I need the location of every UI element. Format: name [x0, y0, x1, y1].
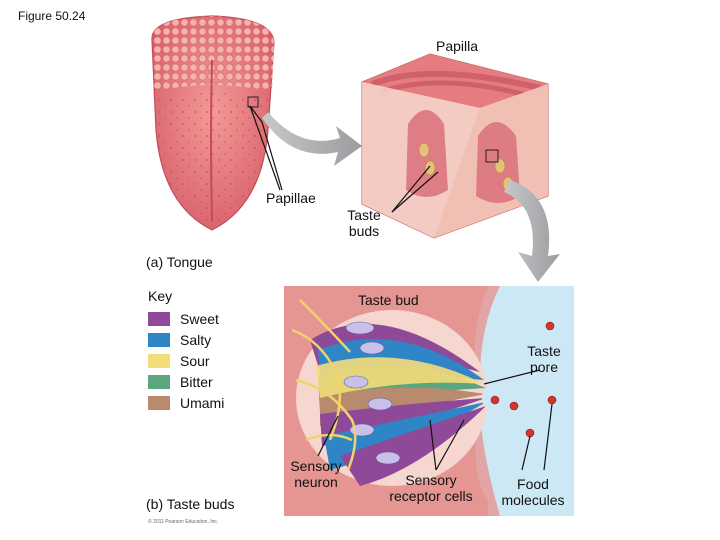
magnify-arrow-1	[262, 112, 362, 166]
papilla-block-illustration	[361, 53, 549, 239]
tongue-illustration	[151, 15, 275, 231]
copyright-notice: © 2011 Pearson Education, Inc.	[148, 519, 219, 525]
label-papilla: Papilla	[436, 38, 479, 54]
caption-taste-buds: (b) Taste buds	[146, 496, 235, 512]
label-taste-bud: Taste bud	[358, 292, 419, 308]
key-swatch-sweet	[148, 312, 170, 326]
key-label-bitter: Bitter	[180, 374, 213, 390]
figure-title: Figure 50.24	[18, 9, 86, 23]
key-swatch-umami	[148, 396, 170, 410]
caption-tongue: (a) Tongue	[146, 254, 213, 270]
key-swatch-bitter	[148, 375, 170, 389]
label-taste-pore: Taste pore	[527, 343, 561, 375]
magnify-arrow-2	[504, 180, 560, 282]
key-label-sour: Sour	[180, 353, 210, 369]
label-sensory-neuron: Sensory neuron	[290, 458, 342, 490]
label-sensory-receptor-cells: Sensory receptor cells	[389, 472, 473, 504]
leader-lines-top	[249, 105, 439, 213]
key-label-sweet: Sweet	[180, 311, 219, 327]
label-papillae: Papillae	[266, 190, 316, 206]
taste-bud-illustration	[284, 286, 574, 516]
label-food-molecules: Food molecules	[501, 476, 565, 508]
label-taste-buds-top: Taste buds	[347, 207, 381, 239]
key-label-salty: Salty	[180, 332, 212, 348]
leader-lines-bottom	[317, 369, 553, 471]
key-swatch-sour	[148, 354, 170, 368]
key-swatch-salty	[148, 333, 170, 347]
key-label-umami: Umami	[180, 395, 225, 411]
key-heading: Key	[148, 288, 173, 304]
